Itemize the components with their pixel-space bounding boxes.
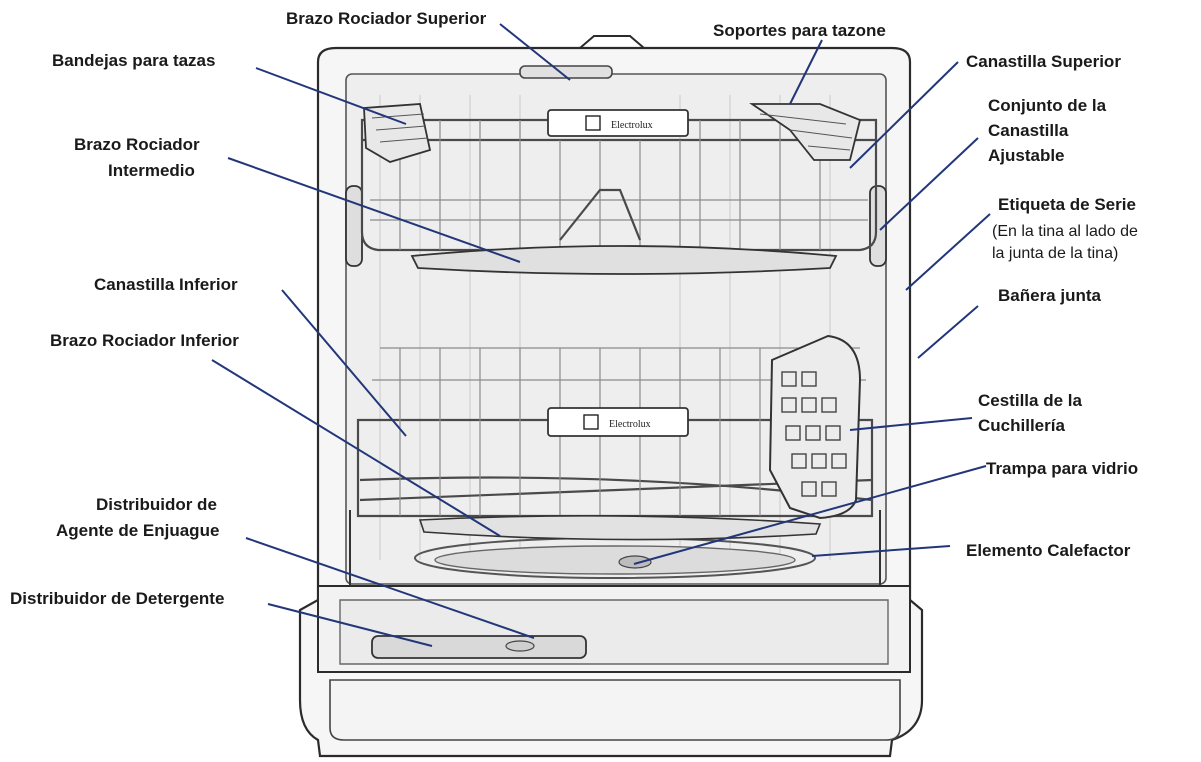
- label-lower-rack: Canastilla Inferior: [94, 275, 238, 294]
- leader-heater: [811, 545, 951, 557]
- label-cup-shelves: Bandejas para tazas: [52, 51, 215, 70]
- label-adjuster-2: Canastilla: [988, 121, 1069, 140]
- tub: [345, 73, 887, 585]
- leader-lower-spray-arm: [211, 359, 501, 537]
- label-mid-spray-arm-2: Intermedio: [108, 161, 195, 180]
- leader-detergent: [267, 603, 433, 647]
- label-adjuster-3: Ajustable: [988, 146, 1065, 165]
- leader-tub-gasket: [917, 305, 979, 359]
- label-bowl-supports: Soportes para tazone: [713, 21, 886, 40]
- label-serial: Etiqueta de Serie: [998, 195, 1136, 214]
- brand-badge-upper: [547, 109, 689, 137]
- leader-glass-trap: [633, 465, 987, 565]
- leader-lower-rack: [281, 289, 407, 437]
- leader-mid-spray-arm: [227, 157, 521, 263]
- lower-spray-arm: [418, 515, 822, 541]
- rack-adjuster-left: [345, 185, 363, 267]
- detergent-dispenser: [371, 635, 587, 659]
- brand-text-upper: Electrolux: [611, 120, 653, 131]
- label-tub-gasket: Bañera junta: [998, 286, 1102, 305]
- label-cutlery-2: Cuchillería: [978, 416, 1065, 435]
- leader-cutlery: [849, 417, 973, 431]
- label-serial-note-2: la junta de la tina): [992, 245, 1118, 262]
- label-detergent: Distribuidor de Detergente: [10, 589, 224, 608]
- label-lower-spray-arm: Brazo Rociador Inferior: [50, 331, 239, 350]
- lower-rack: Electrolux: [356, 334, 874, 541]
- leader-serial-label: [905, 213, 991, 291]
- labels: Brazo Rociador Superior Soportes para ta…: [10, 9, 1138, 608]
- brand-badge-lower: [547, 407, 689, 437]
- label-glass-trap: Trampa para vidrio: [986, 459, 1138, 478]
- leader-rinse-agent: [245, 537, 535, 639]
- label-serial-note-1: (En la tina al lado de: [992, 223, 1138, 240]
- cup-shelf-left: [363, 103, 432, 163]
- upper-rack: Electrolux: [360, 103, 878, 252]
- label-mid-spray-arm-1: Brazo Rociador: [74, 135, 200, 154]
- label-cutlery-1: Cestilla de la: [978, 391, 1082, 410]
- label-heater: Elemento Calefactor: [966, 541, 1131, 560]
- label-adjuster-1: Conjunto de la: [988, 96, 1107, 115]
- leader-adjuster: [879, 137, 979, 231]
- middle-spray-arm: [410, 245, 838, 275]
- label-rinse-1: Distribuidor de: [96, 495, 217, 514]
- rack-adjuster-right: [869, 185, 887, 267]
- leader-cup-shelves: [255, 67, 407, 125]
- label-rinse-2: Agente de Enjuague: [56, 521, 219, 540]
- leader-lines: [211, 23, 991, 647]
- brand-text-lower: Electrolux: [609, 419, 651, 430]
- label-upper-spray-arm: Brazo Rociador Superior: [286, 9, 487, 28]
- cutlery-basket: [768, 334, 862, 520]
- leader-bowl-supports: [789, 39, 823, 105]
- glass-trap: [618, 555, 652, 569]
- leader-upper-rack: [849, 61, 959, 169]
- leader-upper-spray-arm: [499, 23, 571, 81]
- dishwasher-body: [298, 35, 924, 758]
- label-upper-rack: Canastilla Superior: [966, 52, 1121, 71]
